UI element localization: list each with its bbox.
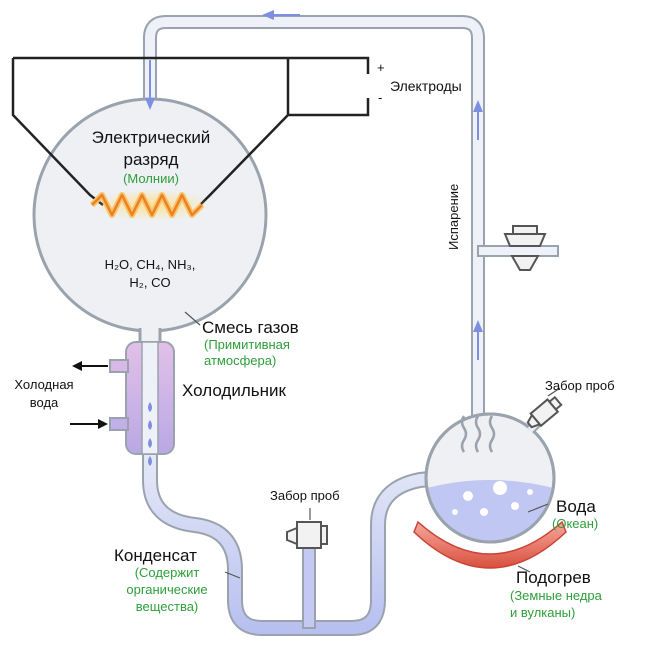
ocean-label: (Океан) (552, 516, 599, 531)
condensate-note-line1: (Содержит (134, 565, 200, 580)
sampling-valve-right (526, 395, 563, 434)
cold-water-line1: Холодная (14, 377, 74, 392)
top-tube (143, 15, 485, 420)
cold-water-in-arrow (70, 419, 108, 429)
formula-line1: H₂O, CH₄, NH₃, (104, 257, 196, 272)
gas-mix-label: Смесь газов (202, 318, 299, 337)
electrodes-label: Электроды (390, 78, 462, 94)
condensate-label: Конденсат (114, 546, 197, 565)
cold-water-line2: вода (29, 395, 59, 410)
discharge-title-line2: разряд (123, 150, 179, 169)
bottom-tube (142, 420, 441, 636)
flow-arrows (145, 10, 483, 360)
sampling-label-right: Забор проб (545, 378, 615, 393)
water-flask (424, 412, 556, 544)
water-bubbles (452, 481, 533, 516)
plus-sign: + (377, 60, 385, 75)
water-label: Вода (556, 497, 596, 516)
sampling-label-bottom: Забор проб (270, 488, 340, 503)
evaporation-label: Испарение (446, 183, 461, 250)
heater (413, 520, 567, 569)
steam-icon (460, 415, 496, 453)
sampling-valve-bottom (286, 521, 328, 549)
minus-sign: - (378, 90, 383, 105)
flow-arrow-top (262, 10, 300, 20)
atmosphere-line1: (Примитивная (204, 337, 290, 352)
formula-line2: H₂, CO (129, 275, 171, 290)
cold-water-out-arrow (72, 361, 108, 371)
flow-arrow-up-2 (473, 320, 483, 360)
heating-label: Подогрев (516, 568, 591, 587)
atmosphere-line2: атмосфера) (204, 353, 277, 368)
flow-arrow-up-1 (473, 100, 483, 140)
spark-icon (89, 189, 212, 221)
heating-note-line1: (Земные недра (510, 588, 602, 603)
condensate-note-line3: вещества) (135, 599, 199, 614)
condensate-drops (148, 402, 152, 466)
condenser (109, 341, 175, 455)
heating-note-line2: и вулканы) (510, 605, 576, 620)
pointer-lines (184, 311, 561, 579)
condenser-label: Холодильник (182, 381, 286, 400)
flow-arrow-down (145, 60, 155, 110)
discharge-title-line1: Электрический (91, 128, 211, 147)
side-valve-top (477, 225, 559, 271)
condensate-note-line2: органические (126, 582, 208, 597)
lightning-label: (Молнии) (123, 171, 179, 186)
